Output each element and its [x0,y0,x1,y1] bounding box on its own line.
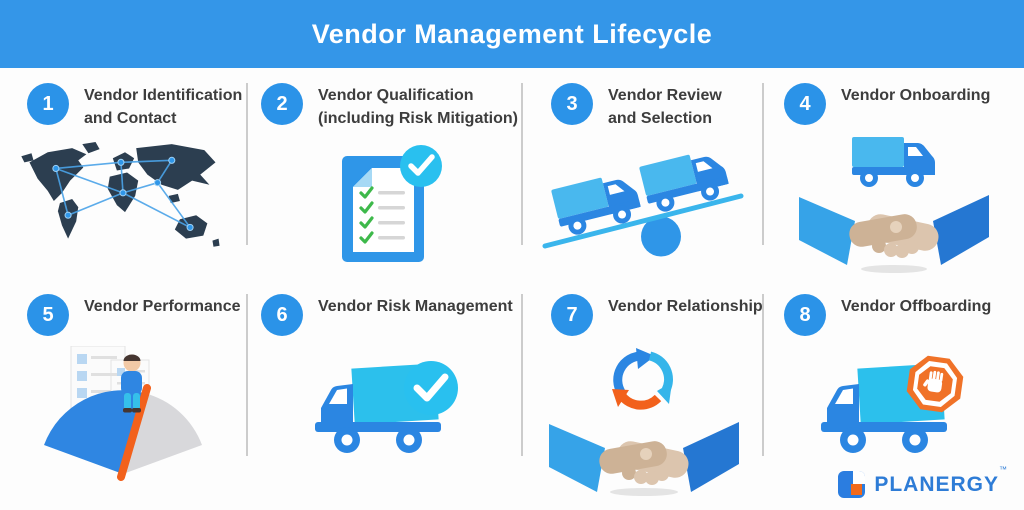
page-title: Vendor Management Lifecycle [311,18,713,49]
step-label: Vendor Review and Selection [608,87,722,128]
step-2-vendor-qualification: 2 Vendor Qualification (including Risk M… [248,81,523,286]
column-divider [246,294,248,456]
handshake-cycle-icon [548,348,739,496]
step-label: Vendor Identification and Contact [84,87,243,128]
step-number-badge: 4 [784,83,826,125]
step-label: Vendor Offboarding [841,298,992,315]
column-divider [762,294,764,456]
column-divider [521,83,523,245]
row-2: 5 Vendor Performance [0,292,1024,497]
trademark-symbol: ™ [999,464,1008,474]
step-number-badge: 5 [27,294,69,336]
step-number-badge: 8 [784,294,826,336]
step-number-badge: 2 [261,83,303,125]
step-number-badge: 7 [551,294,593,336]
truck-stop-sign-icon [821,355,964,453]
column-divider [762,83,764,245]
column-divider [521,294,523,456]
handshake-truck-icon [799,137,989,273]
truck-balance-scale-icon [542,147,743,257]
planergy-wordmark: PLANERGY™ [874,464,1008,496]
checklist-approved-icon [341,145,442,263]
cycle-arrows-icon [611,348,673,410]
world-map-network-icon [21,142,220,248]
planergy-logo: PLANERGY™ [838,464,1008,498]
step-number-badge: 3 [551,83,593,125]
step-number-badge: 1 [27,83,69,125]
row-1: 1 Vendor Identification and Contact [0,81,1024,286]
step-1-vendor-identification: 1 Vendor Identification and Contact [0,81,248,286]
truck-checkmark-icon [314,361,458,453]
performance-gauge-icon [44,346,202,481]
step-label: Vendor Onboarding [841,87,991,104]
step-number-badge: 6 [261,294,303,336]
planergy-logo-icon [838,471,866,498]
step-label: Vendor Performance [84,298,241,315]
sitting-person-icon [121,354,142,413]
step-label: Vendor Relationship [608,298,763,315]
step-5-vendor-performance: 5 Vendor Performance [0,292,248,498]
step-8-vendor-offboarding: 8 Vendor Offboarding [764,292,1024,498]
step-label: Vendor Qualification (including Risk Mit… [318,87,518,128]
stop-hand-icon [906,355,964,413]
column-divider [246,83,248,245]
step-3-vendor-review: 3 Vendor Review and Selection [523,81,764,286]
step-7-vendor-relationship: 7 Vendor Relationship [523,292,764,498]
title-bar: Vendor Management Lifecycle [0,0,1024,68]
step-4-vendor-onboarding: 4 Vendor Onboarding [764,81,1024,286]
step-6-vendor-risk-management: 6 Vendor Risk Management [248,292,523,498]
step-label: Vendor Risk Management [318,298,513,315]
lifecycle-grid: 1 Vendor Identification and Contact [0,68,1024,497]
